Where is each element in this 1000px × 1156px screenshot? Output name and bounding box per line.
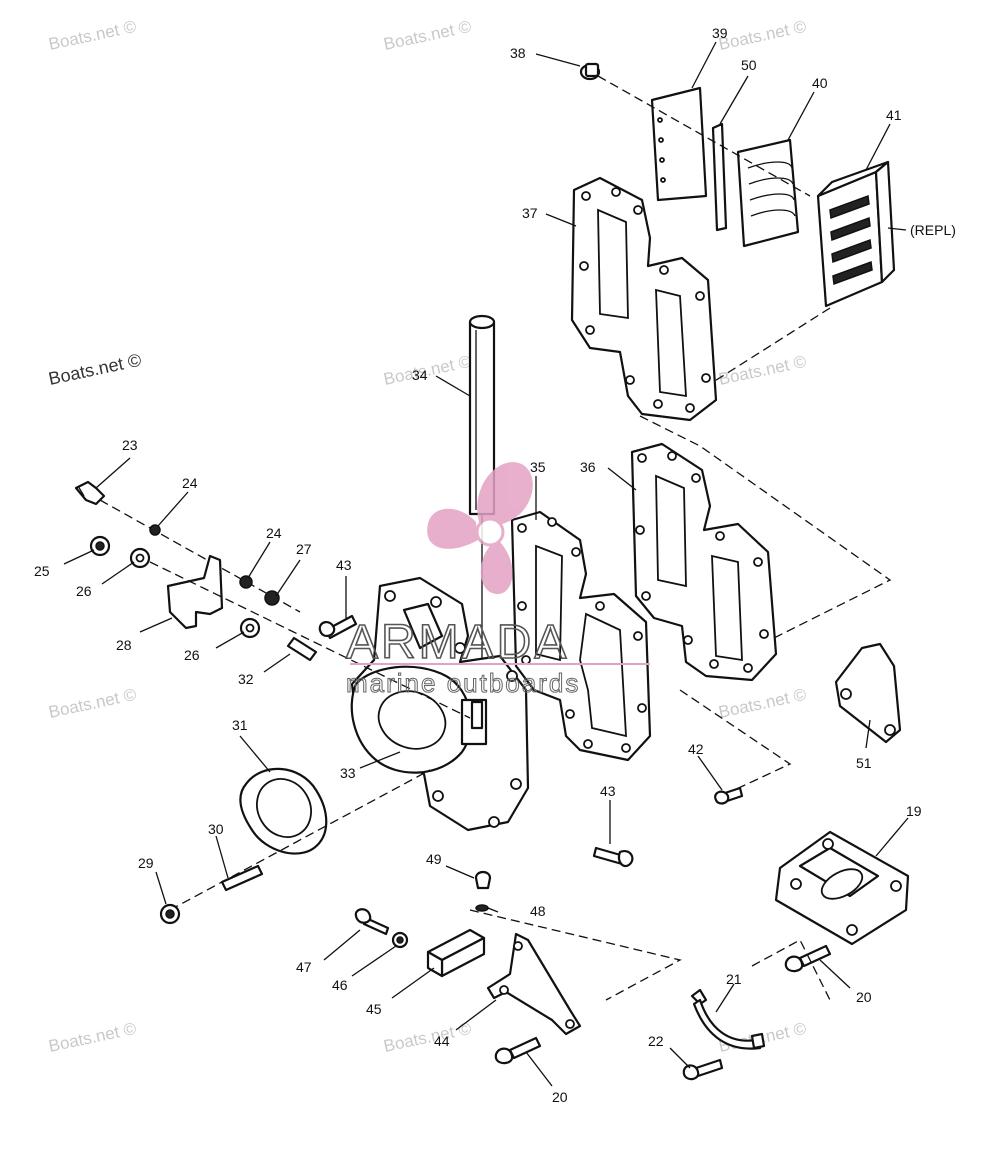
screw-22 [682,1058,724,1081]
reed-block-41 [816,160,896,308]
screw-43-lower [592,846,634,868]
callout-30: 30 [208,821,224,837]
plate-51 [834,642,902,744]
callout-20-bottom: 20 [552,1089,568,1105]
callout-35: 35 [530,459,546,475]
callout-40: 40 [812,75,828,91]
reed-stop-39 [650,86,708,202]
callout-labels: 38 39 50 40 41 (REPL) 37 34 35 36 23 24 … [34,25,956,1105]
plate-19 [774,830,910,946]
leader-lines [63,41,909,1087]
callout-34: 34 [412,367,428,383]
callout-38: 38 [510,45,526,61]
stud-30 [220,864,264,892]
callout-20-right: 20 [856,989,872,1005]
stud-32 [286,636,318,662]
washer-26b [239,617,261,639]
callout-25: 25 [34,563,50,579]
callout-24-a: 24 [182,475,198,491]
callout-26-a: 26 [76,583,92,599]
callout-41: 41 [886,107,902,123]
nut-24 [149,524,161,536]
nut-25 [89,535,111,557]
gasket-37 [570,176,718,422]
screw-20-right [784,944,832,973]
manifold-bolt-holes [384,590,522,828]
watermark: Boats.net © [382,1019,474,1056]
screw-42 [714,786,744,805]
watermark: Boats.net © [47,350,143,389]
callout-31: 31 [232,717,248,733]
washer-48 [475,904,489,912]
watermark: Boats.net © [47,1019,139,1056]
callout-33: 33 [340,765,356,781]
gasket-37-bolt-holes [579,187,711,413]
propeller-logo-icon [427,462,533,595]
watermark: Boats.net © [717,685,809,722]
callout-28: 28 [116,637,132,653]
callout-22: 22 [648,1033,664,1049]
watermark: Boats.net © [382,17,474,54]
callout-36: 36 [580,459,596,475]
callout-48: 48 [530,903,546,919]
screw-47 [354,908,390,936]
callout-49: 49 [426,851,442,867]
clamp-21 [690,988,766,1050]
reed-stop-holes [657,117,666,183]
callout-50: 50 [741,57,757,73]
repl-note: (REPL) [910,222,956,238]
watermark: Boats.net © [47,685,139,722]
callout-19: 19 [906,803,922,819]
callout-29: 29 [138,855,154,871]
screw-38 [579,62,601,81]
callout-24-b: 24 [266,525,282,541]
nut-29 [159,903,181,925]
watermark: Boats.net © [717,17,809,54]
watermark: Boats.net © [382,352,474,389]
callout-23: 23 [122,437,138,453]
washer-26 [129,547,151,569]
callout-45: 45 [366,1001,382,1017]
nut-24b [239,575,253,589]
fitting-23 [74,480,106,506]
spacer-50 [711,122,728,232]
gasket-35-bolt-holes [517,517,647,753]
callout-37: 37 [522,205,538,221]
choke-group [74,480,471,719]
callout-44: 44 [434,1033,450,1049]
callout-32: 32 [238,671,254,687]
screw-49 [474,870,492,890]
callout-43-a: 43 [336,557,352,573]
callout-46: 46 [332,977,348,993]
bracket-44 [486,932,582,1036]
watermark: Boats.net © [47,17,139,54]
bracket-45 [426,928,486,978]
screw-20-bottom [494,1036,542,1065]
callout-27: 27 [296,541,312,557]
callout-42: 42 [688,741,704,757]
gasket-36-bolt-holes [635,451,769,673]
washer-46 [391,931,409,949]
callout-43-b: 43 [600,783,616,799]
reed-petals-40 [736,138,800,248]
callout-47: 47 [296,959,312,975]
gasket-35 [510,510,652,762]
bracket-28 [166,554,224,630]
armada-logo: ARMADA marine outboards [345,462,650,699]
callout-21: 21 [726,971,742,987]
armada-brand-text: ARMADA [346,616,569,669]
screw-43-upper [318,614,358,640]
callout-39: 39 [712,25,728,41]
nut-27 [264,590,280,606]
reed-valve-group [579,62,896,385]
gasket-36 [630,442,778,682]
armada-brand-subtext: marine outboards [346,668,580,698]
gasket-31 [239,767,328,855]
callout-26-b: 26 [184,647,200,663]
callout-51: 51 [856,755,872,771]
